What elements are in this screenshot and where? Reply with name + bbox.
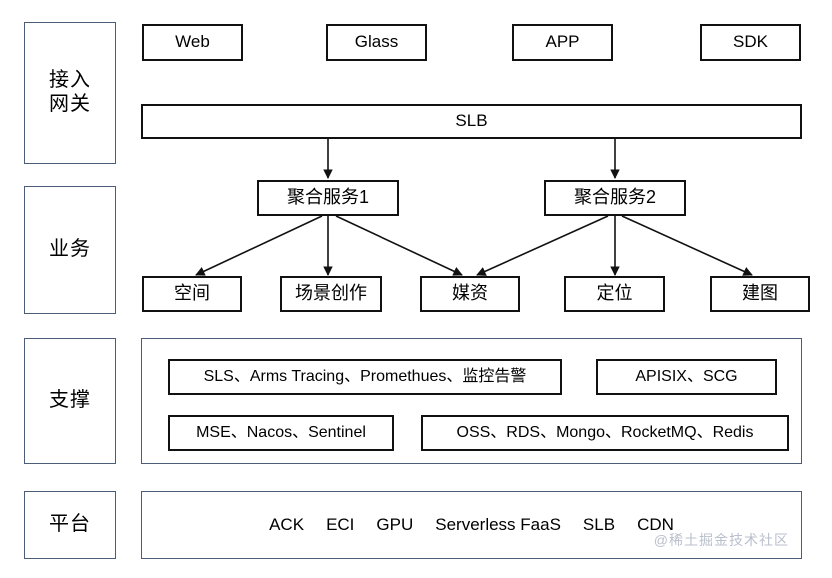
support-label: OSS、RDS、Mongo、RocketMQ、Redis [456, 423, 754, 441]
load-balancer-label: SLB [455, 111, 488, 131]
watermark-text: @稀土掘金技术社区 [653, 532, 789, 548]
service-box-positioning[interactable]: 定位 [564, 276, 665, 312]
support-box-data-stack[interactable]: OSS、RDS、Mongo、RocketMQ、Redis [421, 415, 789, 451]
client-label: Web [175, 32, 210, 52]
platform-item-ack[interactable]: ACK [269, 515, 305, 534]
layer-label-line1: 业务 [49, 238, 91, 261]
support-label: MSE、Nacos、Sentinel [196, 423, 366, 441]
platform-item-gpu[interactable]: GPU [376, 515, 414, 534]
platform-item-slb[interactable]: SLB [582, 515, 616, 534]
layer-label-business: 业务 [24, 186, 116, 314]
layer-label-access-gateway: 接入 网关 [24, 22, 116, 164]
service-box-space[interactable]: 空间 [142, 276, 242, 312]
client-label: Glass [354, 32, 399, 52]
layer-label-line1: 平台 [49, 513, 91, 536]
client-box-glass[interactable]: Glass [326, 24, 427, 61]
layer-label-platform: 平台 [24, 491, 116, 559]
service-label: 媒资 [452, 283, 488, 304]
service-label: 空间 [174, 283, 210, 304]
platform-layer-container: ACK ECI GPU Serverless FaaS SLB CDN @稀土掘… [141, 491, 802, 559]
client-box-web[interactable]: Web [142, 24, 243, 61]
aggregate-service-label: 聚合服务2 [573, 187, 656, 208]
support-label: SLS、Arms Tracing、Promethues、监控告警 [203, 367, 527, 385]
service-label: 建图 [742, 283, 778, 304]
load-balancer-bar-slb[interactable]: SLB [141, 104, 802, 139]
service-box-media-assets[interactable]: 媒资 [420, 276, 520, 312]
support-label: APISIX、SCG [635, 367, 738, 385]
platform-item-eci[interactable]: ECI [326, 515, 355, 534]
support-box-gateway-stack[interactable]: APISIX、SCG [596, 359, 777, 395]
aggregate-service-label: 聚合服务1 [286, 187, 369, 208]
service-box-scene-creation[interactable]: 场景创作 [280, 276, 382, 312]
layer-label-support: 支撑 [24, 338, 116, 464]
support-box-observability[interactable]: SLS、Arms Tracing、Promethues、监控告警 [168, 359, 562, 395]
layer-label-line1: 支撑 [49, 389, 91, 412]
support-box-microservice-stack[interactable]: MSE、Nacos、Sentinel [168, 415, 394, 451]
platform-item-serverless-faas[interactable]: Serverless FaaS [435, 515, 561, 534]
client-label: APP [545, 32, 580, 52]
client-box-app[interactable]: APP [512, 24, 613, 61]
aggregate-service-2-box[interactable]: 聚合服务2 [544, 180, 686, 216]
support-layer-container: SLS、Arms Tracing、Promethues、监控告警 APISIX、… [141, 338, 802, 464]
client-label: SDK [733, 32, 768, 52]
service-label: 场景创作 [295, 283, 367, 304]
platform-items-row: ACK ECI GPU Serverless FaaS SLB CDN [142, 492, 801, 558]
layer-label-line1: 接入 [49, 69, 91, 92]
aggregate-service-1-box[interactable]: 聚合服务1 [257, 180, 399, 216]
platform-item-cdn[interactable]: CDN [637, 515, 674, 534]
layer-label-line2: 网关 [49, 93, 91, 115]
service-label: 定位 [596, 283, 633, 304]
service-box-mapping[interactable]: 建图 [710, 276, 810, 312]
client-box-sdk[interactable]: SDK [700, 24, 801, 61]
